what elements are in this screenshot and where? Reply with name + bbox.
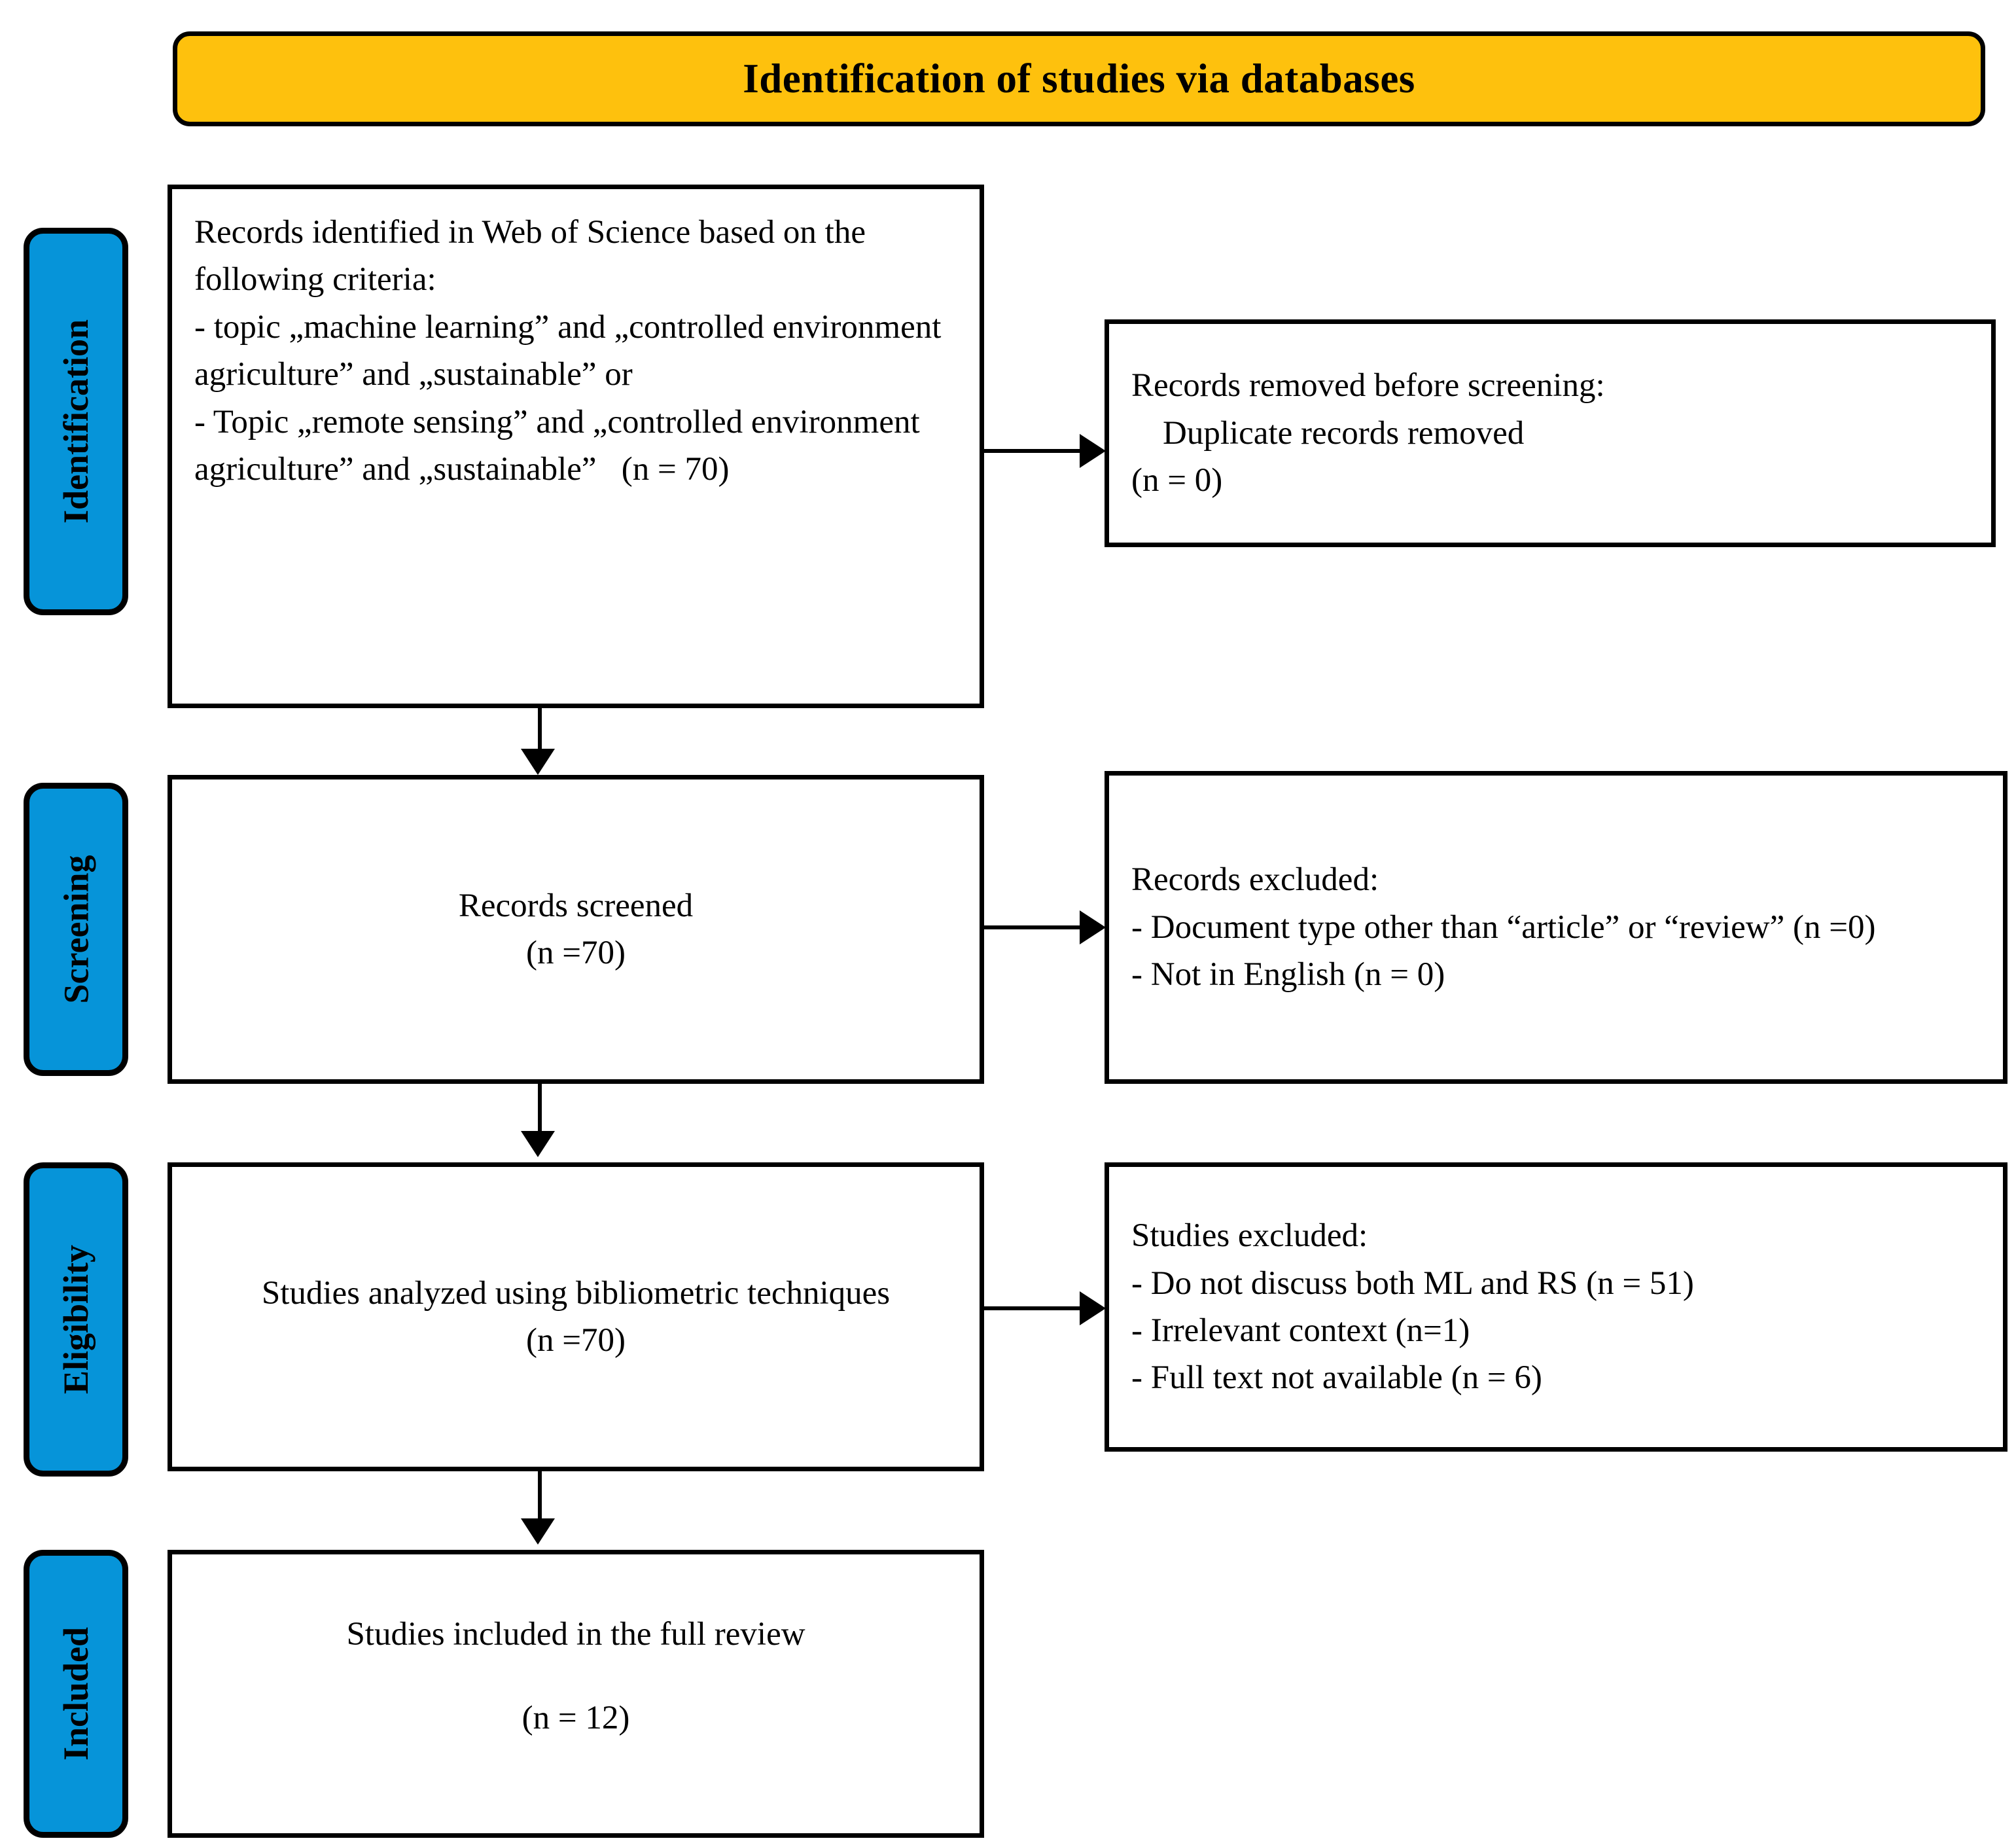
connector-identified-to-screened-arrow-icon [521, 749, 555, 775]
box-records-removed: Records removed before screening: Duplic… [1105, 319, 1996, 547]
stage-tab-label: Screening [56, 855, 96, 1004]
box-records-screened-line1: Records screened [458, 887, 694, 924]
stage-tab-label: Identification [56, 319, 96, 524]
connector-analyzed-to-included-arrow-icon [521, 1518, 555, 1545]
stage-tab-label: Included [56, 1626, 96, 1761]
box-studies-included-count: (n = 12) [522, 1700, 630, 1737]
connector-screened-to-analyzed-arrow-icon [521, 1131, 555, 1157]
connector-screened-to-excluded-line [984, 925, 1082, 929]
box-studies-included-line1: Studies included in the full review [346, 1616, 805, 1653]
box-records-screened-count: (n =70) [526, 935, 626, 971]
stage-tab-included: Included [24, 1550, 128, 1838]
connector-identified-to-screened-line [538, 708, 542, 751]
box-records-excluded: Records excluded: - Document type other … [1105, 771, 2007, 1084]
box-studies-excluded-line3: - Irrelevant context (n=1) [1131, 1312, 1470, 1349]
connector-analyzed-to-included-line [538, 1471, 542, 1521]
box-studies-excluded-line2: - Do not discuss both ML and RS (n = 51) [1131, 1264, 1694, 1302]
box-records-removed-line2: Duplicate records removed [1163, 414, 1525, 452]
stage-tab-identification: Identification [24, 228, 128, 615]
stage-tab-label: Eligibility [56, 1244, 96, 1395]
box-records-excluded-line3: - Not in English (n = 0) [1131, 956, 1445, 994]
banner-title: Identification of studies via databases [743, 56, 1415, 101]
box-studies-included: Studies included in the full review (n =… [168, 1550, 984, 1838]
box-records-screened: Records screened (n =70) [168, 775, 984, 1084]
connector-identified-to-removed-arrow-icon [1080, 434, 1106, 468]
box-records-removed-line3: (n = 0) [1131, 462, 1223, 499]
box-records-excluded-line1: Records excluded: [1131, 861, 1379, 899]
connector-identified-to-removed-line [984, 449, 1082, 453]
box-records-excluded-line2: - Document type other than “article” or … [1131, 908, 1876, 946]
banner-identification-via-databases: Identification of studies via databases [173, 31, 1985, 126]
connector-analyzed-to-excluded-arrow-icon [1080, 1291, 1106, 1325]
box-records-identified-text: Records identified in Web of Science bas… [194, 214, 942, 488]
stage-tab-screening: Screening [24, 783, 128, 1076]
box-records-identified: Records identified in Web of Science bas… [168, 185, 984, 708]
box-studies-excluded: Studies excluded: - Do not discuss both … [1105, 1162, 2007, 1452]
connector-screened-to-excluded-arrow-icon [1080, 910, 1106, 944]
box-records-removed-line1: Records removed before screening: [1131, 367, 1605, 404]
box-studies-excluded-line4: - Full text not available (n = 6) [1131, 1359, 1542, 1397]
box-studies-analyzed-count: (n =70) [526, 1322, 626, 1359]
stage-tab-eligibility: Eligibility [24, 1162, 128, 1477]
connector-screened-to-analyzed-line [538, 1084, 542, 1134]
connector-analyzed-to-excluded-line [984, 1306, 1082, 1310]
box-studies-excluded-line1: Studies excluded: [1131, 1217, 1368, 1255]
box-studies-analyzed: Studies analyzed using bibliometric tech… [168, 1162, 984, 1471]
box-studies-analyzed-line1: Studies analyzed using bibliometric tech… [261, 1274, 891, 1312]
